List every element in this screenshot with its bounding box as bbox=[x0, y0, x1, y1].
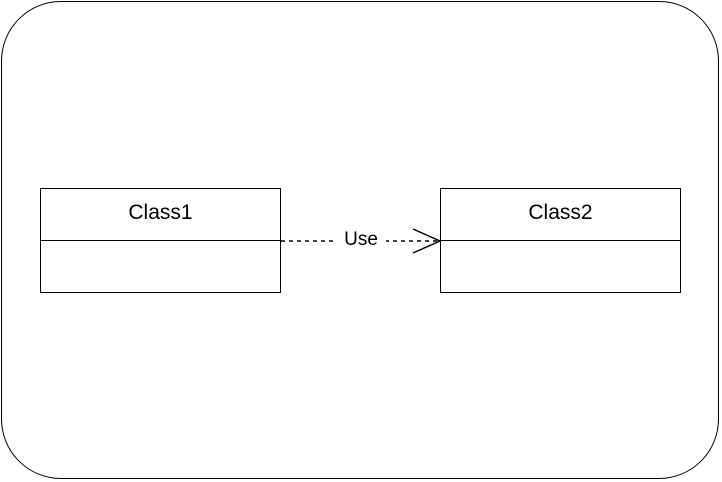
class-box-class1[interactable]: Class1 bbox=[40, 188, 281, 293]
class-body-class1 bbox=[41, 241, 280, 291]
class-name-class2: Class2 bbox=[441, 189, 680, 241]
class-box-class2[interactable]: Class2 bbox=[440, 188, 681, 293]
class-name-class1: Class1 bbox=[41, 189, 280, 241]
class-body-class2 bbox=[441, 241, 680, 291]
dependency-label: Use bbox=[336, 229, 386, 251]
